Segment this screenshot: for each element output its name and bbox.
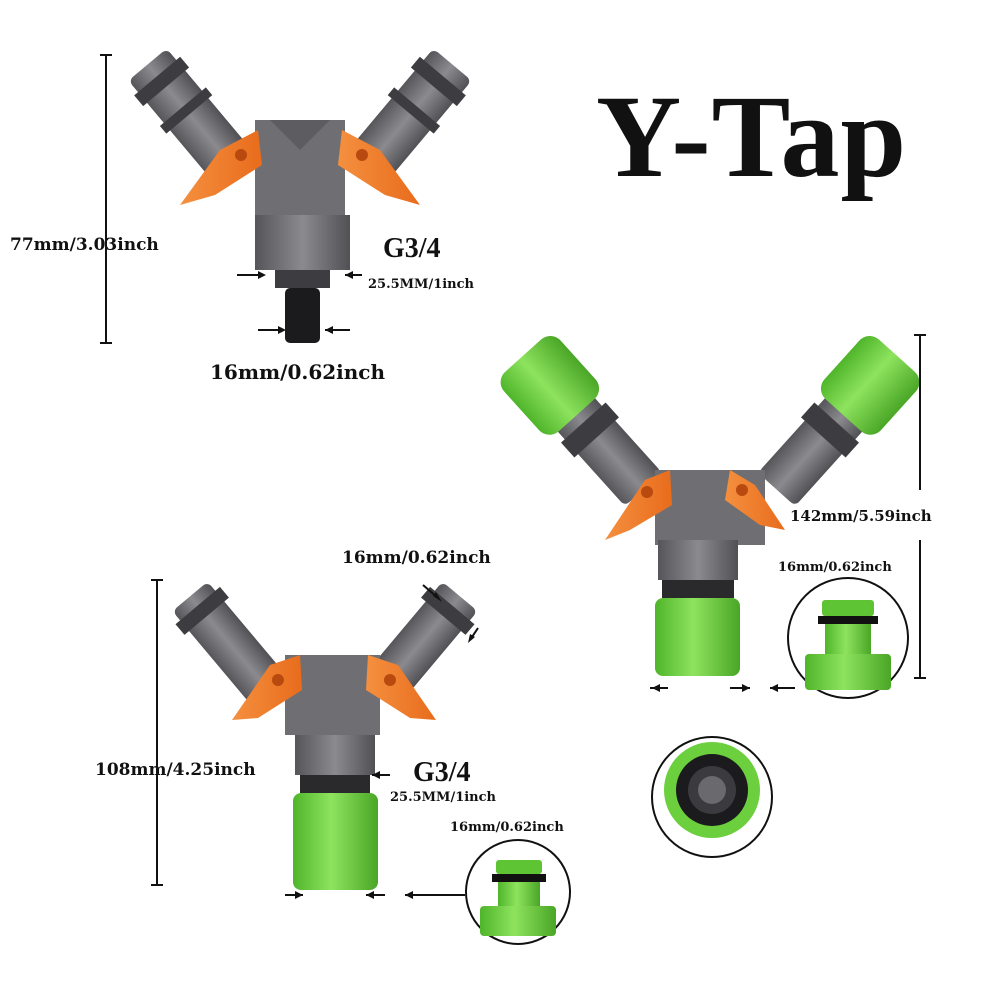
y-connector-image [500, 336, 920, 676]
quick-connector-image [465, 839, 571, 945]
top-size-label: 16mm/0.62inch [342, 548, 491, 568]
y-connector-image [174, 584, 476, 890]
y-connector-image [130, 50, 470, 343]
height-label: 108mm/4.25inch [95, 760, 256, 780]
dimension-arrow-icon [151, 579, 479, 899]
height-label: 77mm/3.03inch [10, 235, 159, 255]
page-title: Y-Tap [596, 71, 908, 202]
thread-size-label: 25.5MM/1inch [390, 790, 496, 805]
quick-connector-image [651, 736, 773, 858]
thread-label: G3/4 [383, 233, 441, 264]
thread-size-label: 25.5MM/1inch [368, 277, 474, 292]
quick-connector-image [787, 577, 909, 699]
detail-label: 16mm/0.62inch [450, 820, 564, 835]
detail-label: 16mm/0.62inch [778, 560, 892, 575]
nozzle-label: 16mm/0.62inch [210, 360, 386, 384]
dimension-arrow-icon [650, 334, 926, 692]
height-label: 142mm/5.59inch [790, 507, 932, 525]
thread-label: G3/4 [413, 757, 471, 788]
dimension-arrow-icon [100, 54, 362, 344]
